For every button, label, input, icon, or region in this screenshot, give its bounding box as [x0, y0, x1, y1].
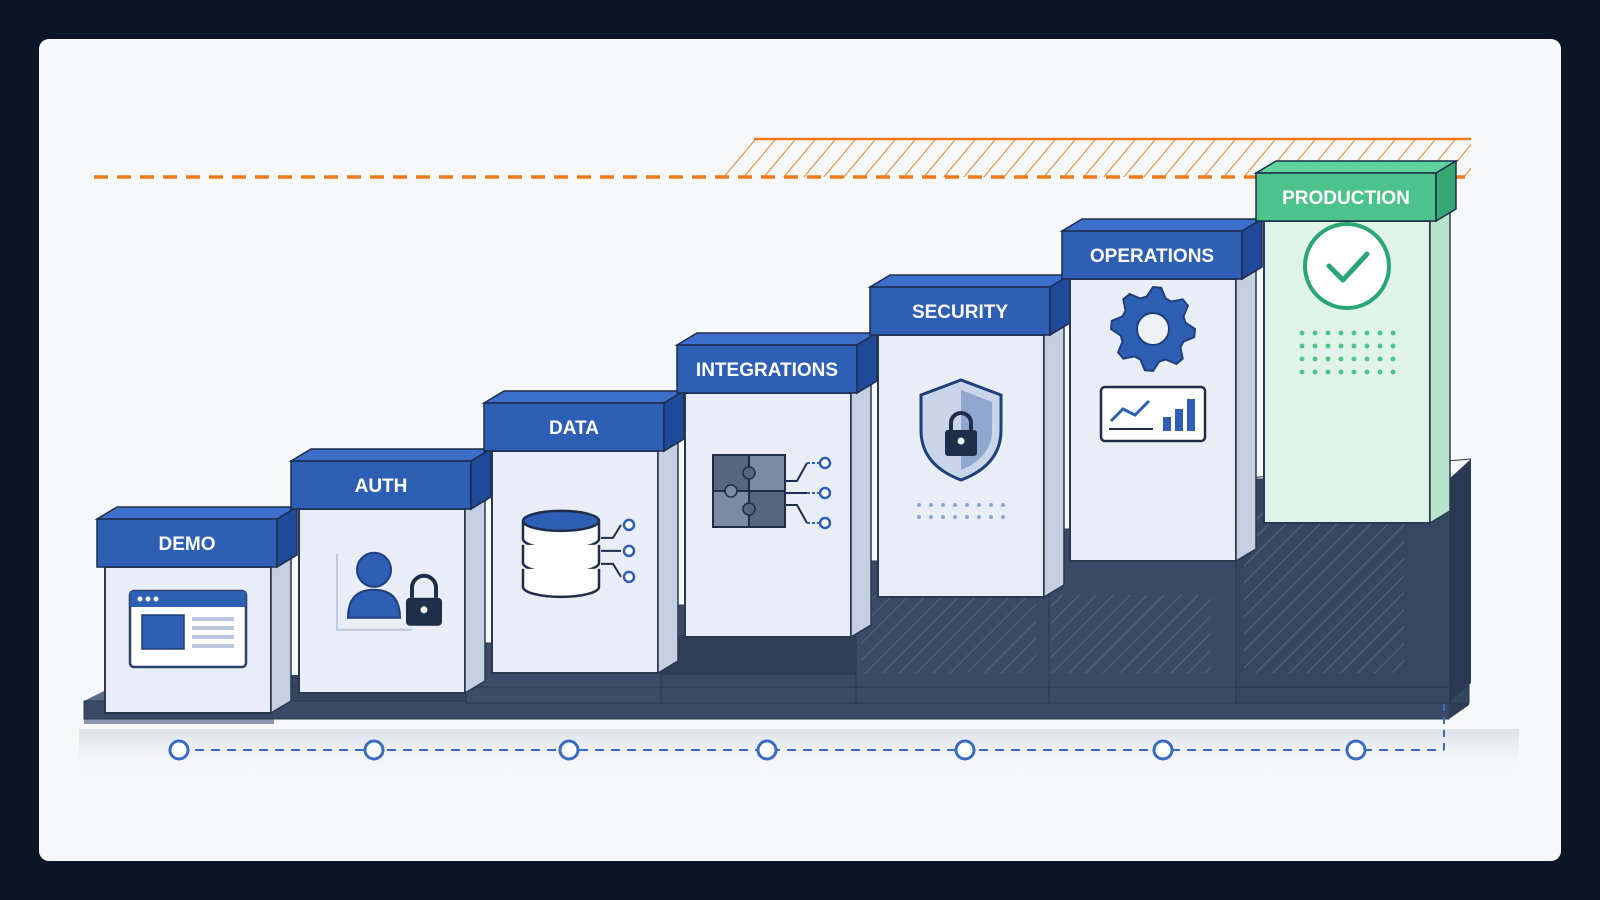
stage-block-auth: AUTH	[288, 447, 494, 695]
maturity-staircase-diagram: DEMO AUTH DATA INTEGRATIONS SECURITY OPERATIO…	[79, 137, 1519, 779]
stage-label-cap	[483, 402, 665, 452]
timeline-node-7	[1345, 739, 1367, 761]
stage-label-integrations: INTEGRATIONS	[696, 360, 838, 381]
stage-label-cap	[676, 344, 858, 394]
stage-block-integrations: INTEGRATIONS	[674, 331, 880, 639]
stage-label-cap	[1061, 230, 1243, 280]
timeline-node-1	[168, 739, 190, 761]
puzzle-icon	[712, 454, 832, 530]
check-circle-icon	[1299, 222, 1396, 375]
stage-block-demo: DEMO	[94, 505, 300, 715]
user-lock-icon	[336, 551, 442, 631]
browser-window-icon	[128, 589, 248, 669]
timeline-node-6	[1152, 739, 1174, 761]
timeline-node-2	[363, 739, 385, 761]
stage-label-security: SECURITY	[912, 302, 1008, 323]
timeline	[168, 699, 1445, 761]
stage-label-cap	[1255, 172, 1437, 222]
floor-shadow	[79, 729, 1519, 779]
timeline-node-3	[558, 739, 580, 761]
timeline-node-5	[954, 739, 976, 761]
database-icon	[521, 509, 636, 599]
stage-block-production: PRODUCTION	[1253, 159, 1459, 525]
stage-block-data: DATA	[481, 389, 687, 675]
shield-lock-icon	[917, 378, 1005, 519]
stage-block-security: SECURITY	[867, 273, 1073, 599]
stage-label-cap	[290, 460, 472, 510]
stage-label-demo: DEMO	[159, 534, 216, 555]
stage-label-production: PRODUCTION	[1282, 188, 1410, 209]
stage-label-operations: OPERATIONS	[1090, 246, 1214, 267]
stage-label-auth: AUTH	[355, 476, 408, 497]
stage-block-operations: OPERATIONS	[1059, 217, 1265, 563]
gear-chart-icon	[1099, 285, 1207, 443]
timeline-node-4	[756, 739, 778, 761]
diagram-canvas: DEMO AUTH DATA INTEGRATIONS SECURITY OPERATIO…	[39, 39, 1561, 861]
stage-label-cap	[96, 518, 278, 568]
stage-label-data: DATA	[549, 418, 599, 439]
